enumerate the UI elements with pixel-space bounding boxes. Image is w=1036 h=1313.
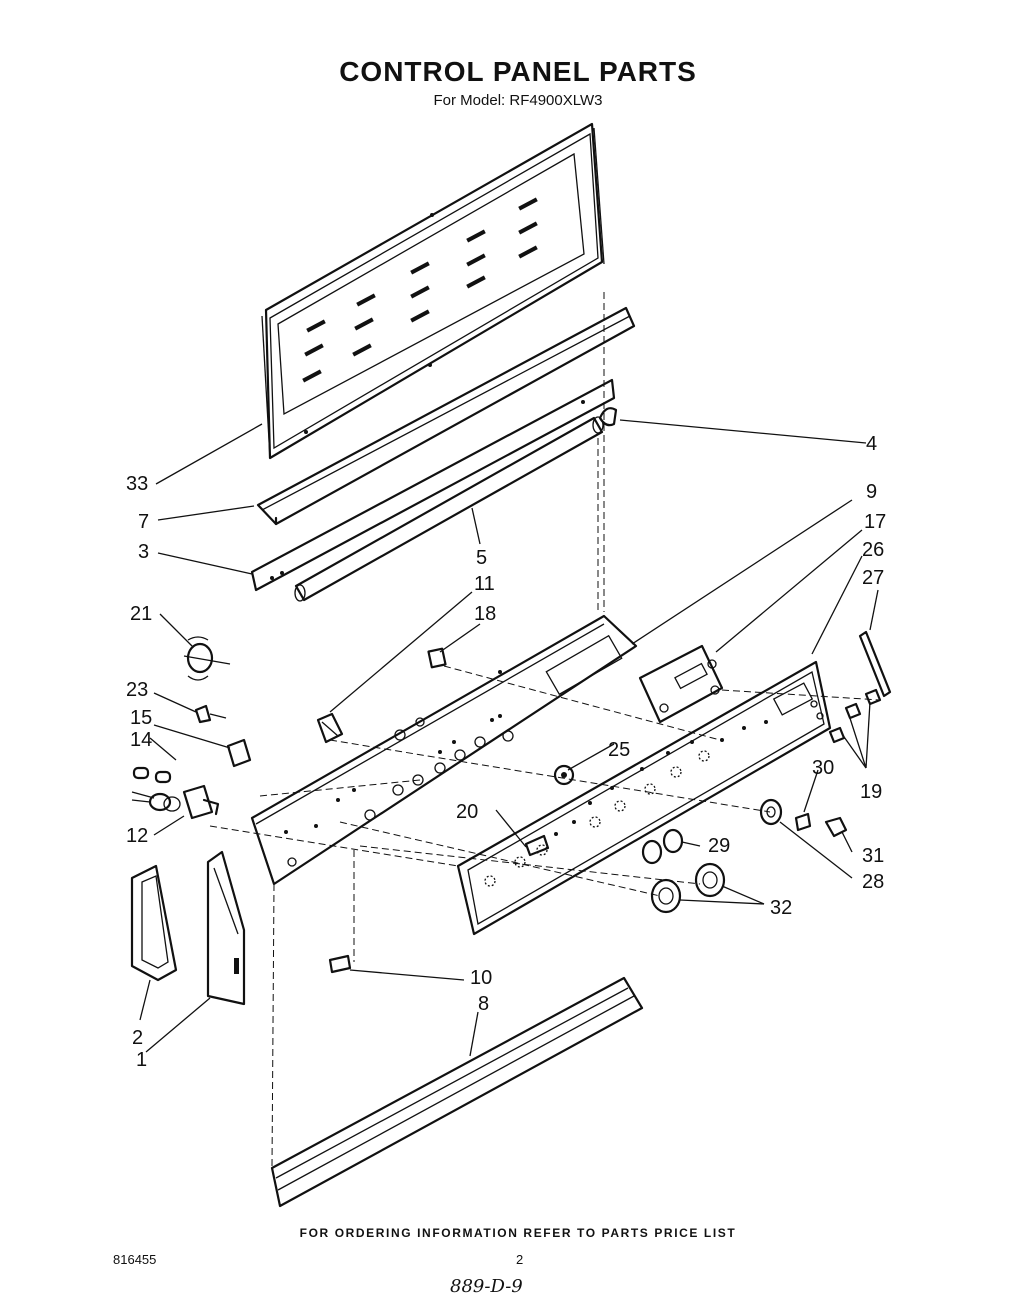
callout-19: 19 bbox=[860, 781, 882, 803]
callout-labels: 33 4 7 3 5 9 17 26 27 11 18 21 23 15 14 … bbox=[126, 433, 886, 1071]
callout-20: 20 bbox=[456, 801, 478, 823]
small-switch bbox=[427, 647, 447, 669]
trim-channel bbox=[256, 306, 636, 526]
mounting-clip bbox=[328, 954, 352, 974]
model-subtitle: For Model: RF4900XLW3 bbox=[433, 92, 603, 109]
control-panel-main bbox=[250, 614, 638, 886]
callout-33: 33 bbox=[126, 473, 148, 495]
callout-17: 17 bbox=[864, 511, 886, 533]
fluorescent-tube bbox=[294, 416, 604, 602]
alignment-lines bbox=[209, 292, 881, 1167]
callout-9: 9 bbox=[866, 481, 877, 503]
callout-1: 1 bbox=[136, 1049, 147, 1071]
side-bracket bbox=[206, 850, 246, 1006]
knob-assembly bbox=[759, 798, 848, 838]
page-number: 2 bbox=[516, 1252, 524, 1267]
indicator-lamp bbox=[524, 834, 550, 857]
handwritten-note: 889-D-9 bbox=[450, 1276, 523, 1297]
control-knobs bbox=[650, 862, 726, 914]
callout-2: 2 bbox=[132, 1027, 143, 1049]
callout-32: 32 bbox=[770, 897, 792, 919]
knob-ring bbox=[553, 764, 575, 786]
light-bracket bbox=[250, 378, 616, 592]
callout-8: 8 bbox=[478, 993, 489, 1015]
document-number: 816455 bbox=[113, 1252, 157, 1267]
callout-15: 15 bbox=[130, 707, 152, 729]
left-hardware bbox=[131, 636, 252, 820]
harness-connector bbox=[316, 712, 344, 744]
trim-strip bbox=[858, 630, 892, 698]
side-gasket bbox=[130, 864, 178, 982]
callout-5: 5 bbox=[476, 547, 487, 569]
ordering-note: FOR ORDERING INFORMATION REFER TO PARTS … bbox=[299, 1226, 737, 1240]
page-title: CONTROL PANEL PARTS bbox=[339, 56, 697, 87]
callout-21: 21 bbox=[130, 603, 152, 625]
bottom-trim bbox=[270, 976, 644, 1208]
callout-25: 25 bbox=[608, 739, 630, 761]
callout-4: 4 bbox=[866, 433, 877, 455]
callout-26: 26 bbox=[862, 539, 884, 561]
callout-14: 14 bbox=[130, 729, 152, 751]
callout-7: 7 bbox=[138, 511, 149, 533]
push-buttons bbox=[641, 828, 684, 865]
callout-12: 12 bbox=[126, 825, 148, 847]
callout-29: 29 bbox=[708, 835, 730, 857]
callout-28: 28 bbox=[862, 871, 884, 893]
callout-11: 11 bbox=[474, 573, 495, 595]
lamp-holder bbox=[598, 407, 618, 427]
clock-timer bbox=[638, 644, 724, 724]
callout-18: 18 bbox=[474, 603, 496, 625]
callout-27: 27 bbox=[862, 567, 884, 589]
control-console bbox=[456, 660, 832, 936]
callout-10: 10 bbox=[470, 967, 492, 989]
callout-23: 23 bbox=[126, 679, 148, 701]
callout-31: 31 bbox=[862, 845, 884, 867]
rear-vent-panel bbox=[261, 122, 605, 460]
leader-lines bbox=[139, 419, 879, 1057]
callout-30: 30 bbox=[812, 757, 834, 779]
callout-3: 3 bbox=[138, 541, 149, 563]
